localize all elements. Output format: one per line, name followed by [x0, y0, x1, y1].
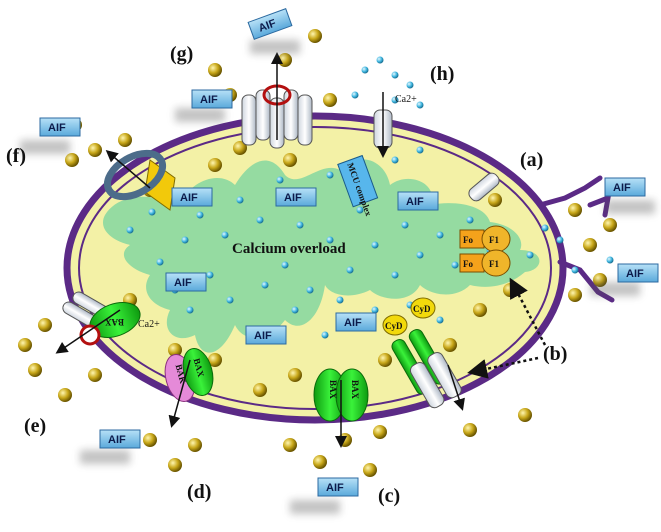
aif-shadows — [20, 40, 655, 514]
aif-label: AIF — [48, 122, 66, 134]
aif-box: AIF — [171, 187, 213, 207]
label-a: (a) — [520, 149, 543, 171]
aif-box: AIF — [604, 177, 646, 197]
aif-label: AIF — [613, 182, 631, 194]
f1-label-1: F1 — [489, 235, 499, 245]
aif-label: AIF — [200, 94, 218, 106]
pore-complex-g — [241, 52, 313, 149]
bax-pore-c: BAX BAX — [313, 368, 369, 448]
label-d: (d) — [187, 481, 211, 503]
aif-label: AIF — [254, 330, 272, 342]
aif-box: AIF — [617, 263, 659, 283]
aif-box: AIF — [247, 8, 293, 40]
aif-box: AIF — [275, 187, 317, 207]
aif-box: AIF — [39, 117, 81, 137]
bax-label-d: BAX — [192, 357, 207, 378]
aif-box: AIF — [99, 429, 141, 449]
cyd-label-1: CyD — [385, 321, 403, 331]
label-e: (e) — [24, 415, 46, 437]
aif-label: AIF — [284, 192, 302, 204]
calcium-ions-outside — [351, 56, 614, 274]
aif-label: AIF — [344, 317, 362, 329]
label-b: (b) — [543, 343, 567, 365]
fo-label-2: Fo — [463, 259, 473, 269]
bax-label-e: BAX — [104, 317, 124, 327]
bax-label-c1: BAX — [328, 380, 338, 400]
aif-label: AIF — [406, 196, 424, 208]
aif-proteins: AIF AIF AIF AIF AIF AIF AIF AIF AIF AIF … — [39, 8, 659, 497]
aif-box: AIF — [397, 191, 439, 211]
aif-box: AIF — [245, 325, 287, 345]
pore-a — [468, 172, 500, 202]
channel-ring-f — [104, 149, 176, 211]
bax-label-c2: BAX — [350, 380, 360, 400]
aif-label: AIF — [626, 268, 644, 280]
f1-label-2: F1 — [489, 259, 499, 269]
label-c: (c) — [378, 485, 400, 507]
atp-synthase-b: Fo Fo F1 F1 — [459, 225, 511, 277]
fo-label-1: Fo — [463, 235, 473, 245]
label-g: (g) — [170, 43, 193, 65]
ca-label-e: Ca2+ — [138, 319, 160, 330]
bak-bax-pore-d: BAK BAX — [164, 348, 214, 428]
bax-pore-e: BAX Ca2+ — [55, 291, 160, 354]
center-text: Calcium overload — [232, 241, 346, 257]
label-f: (f) — [6, 145, 26, 167]
label-h: (h) — [430, 63, 454, 85]
aif-box: AIF — [165, 272, 207, 292]
aif-label: AIF — [108, 434, 126, 446]
aif-label: AIF — [257, 17, 278, 34]
aif-label: AIF — [174, 277, 192, 289]
aif-box: AIF — [317, 477, 359, 497]
cyd-label-2: CyD — [413, 304, 431, 314]
ca-label-h: Ca2+ — [395, 94, 417, 105]
aif-label: AIF — [180, 192, 198, 204]
aif-box: AIF — [191, 89, 233, 109]
aif-label: AIF — [326, 482, 344, 494]
dotted-arrows-b — [467, 277, 547, 379]
inner-membrane — [78, 126, 552, 410]
aif-box: AIF — [335, 312, 377, 332]
cyd-pore-complex: CyD CyD — [382, 297, 465, 411]
